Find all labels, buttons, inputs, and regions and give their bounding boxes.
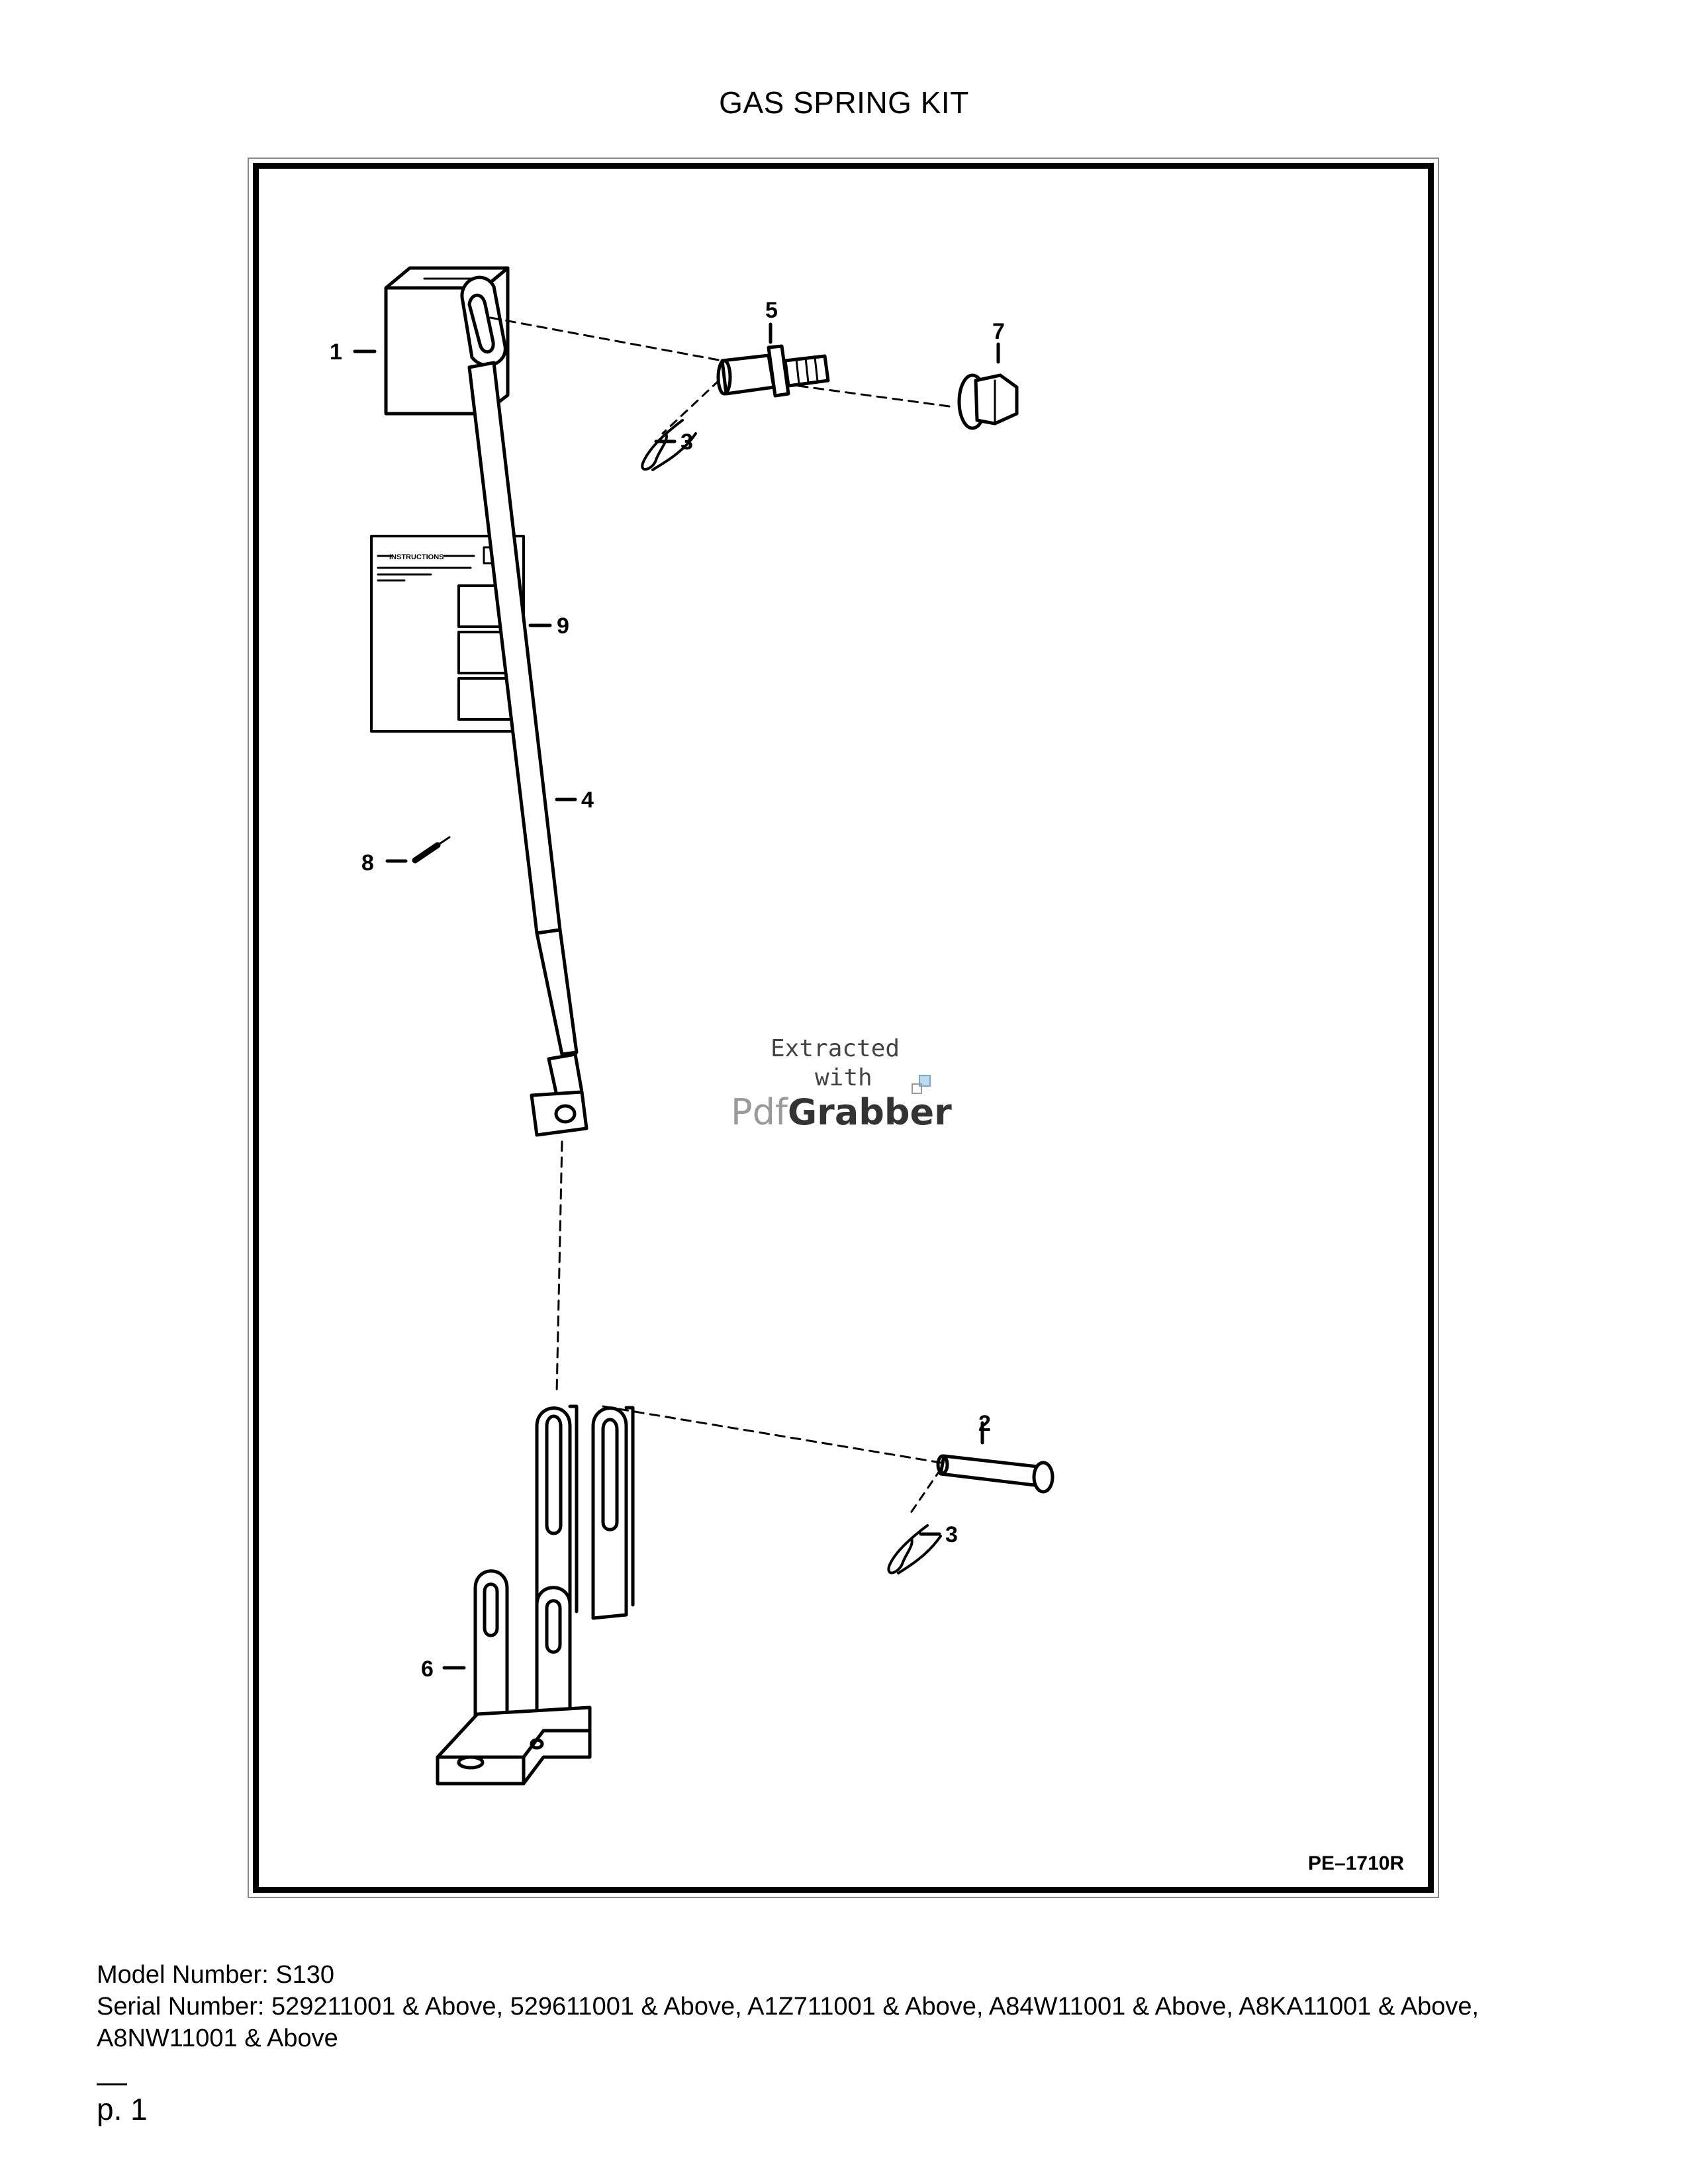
watermark-line2: with [815,1064,872,1091]
watermark-logo-icon [912,1075,931,1094]
drawing-code: PE–1710R [1308,1852,1404,1874]
small-pin-icon [412,836,451,864]
callout-4: 4 [581,788,594,813]
gas-spring-icon [460,275,588,1137]
watermark-brand-a: Pdf [731,1091,789,1133]
part-box-icon [384,266,510,416]
callout-7: 7 [992,319,1005,344]
diagram-frame [253,163,1434,1893]
callout-1: 1 [330,340,342,365]
serial-number: Serial Number: 529211001 & Above, 529611… [97,1993,1479,2052]
callout-6: 6 [421,1657,434,1682]
watermark-line1: Extracted [771,1035,900,1062]
page-title: GAS SPRING KIT [719,85,969,120]
document-metadata: Model Number: S130 Serial Number: 529211… [97,1959,1619,2054]
callout-2: 2 [978,1411,991,1436]
callout-3b: 3 [945,1522,958,1547]
callout-8: 8 [361,850,374,876]
callout-5: 5 [765,298,778,323]
diagram-frame-outer [248,158,1439,1898]
page-number: p. 1 [97,2092,148,2126]
parts-diagram: 1 2 3 3 4 5 6 7 8 9 INSTRUCTIONS Extract… [330,266,1404,1874]
model-number: Model Number: S130 [97,1961,335,1989]
hair-pin-icon [887,1524,942,1574]
nut-icon [957,373,1019,430]
callout-9: 9 [557,614,569,639]
hair-pin-icon [641,419,697,471]
instruction-sheet-heading: INSTRUCTIONS [389,553,444,561]
callout-3a: 3 [680,430,693,455]
clevis-pin-icon [936,1454,1055,1494]
watermark-brand: PdfGrabber [731,1091,952,1133]
bolt-icon [716,344,830,398]
mounting-bracket-icon [436,1404,635,1786]
page-rule [97,2083,127,2085]
watermark-brand-b: Grabber [788,1091,952,1133]
